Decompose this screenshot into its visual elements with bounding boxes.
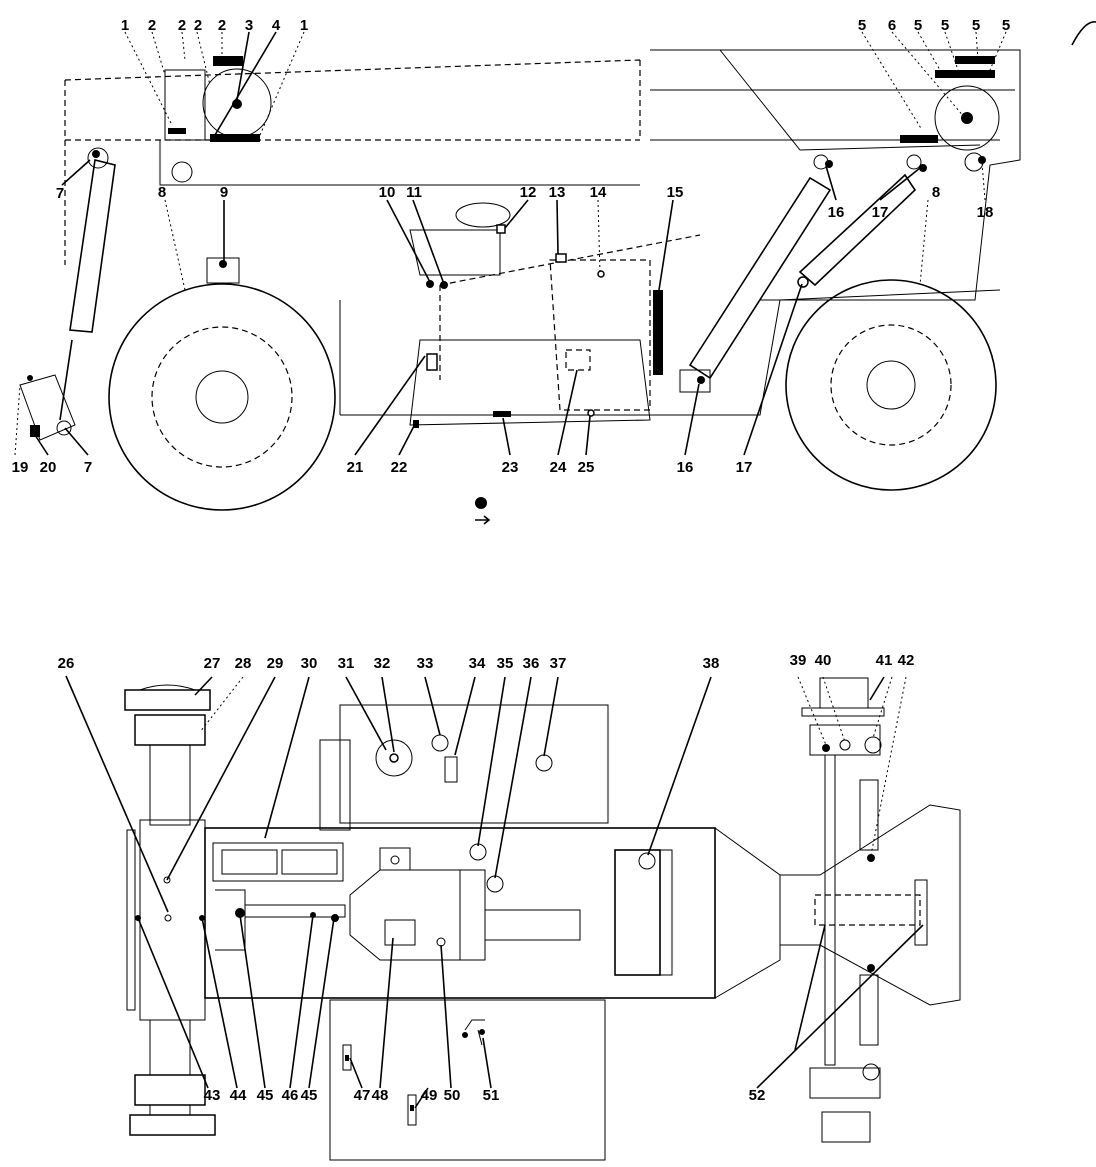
- callout-label: 30: [301, 655, 318, 672]
- callout-label: 43: [204, 1087, 221, 1104]
- callout-label: 22: [391, 459, 408, 476]
- callout-label: 42: [898, 652, 915, 669]
- callout-label: 36: [523, 655, 540, 672]
- callout-label: 50: [444, 1087, 461, 1104]
- plan-view-leaders: [65, 675, 924, 1109]
- callout-label: 51: [483, 1087, 500, 1104]
- callout-label: 48: [372, 1087, 389, 1104]
- callout-label: 26: [58, 655, 75, 672]
- callout-label: 40: [815, 652, 832, 669]
- callout-label: 3: [245, 17, 253, 34]
- callout-label: 29: [267, 655, 284, 672]
- callout-label: 2: [148, 17, 156, 34]
- callout-label: 5: [941, 17, 949, 34]
- callout-label: 28: [235, 655, 252, 672]
- callout-label: 6: [888, 17, 896, 34]
- callout-label: 16: [677, 459, 694, 476]
- callout-label: 52: [749, 1087, 766, 1104]
- callout-label: 38: [703, 655, 720, 672]
- callout-label: 8: [932, 184, 940, 201]
- callout-label: 14: [590, 184, 607, 201]
- callout-label: 46: [282, 1087, 299, 1104]
- side-view-leaders: [14, 31, 1007, 456]
- plan-view: [124, 677, 961, 1161]
- callout-label: 11: [406, 184, 422, 201]
- plan-view-labels: 26 27 28 29 30 31 32 33 34 35 36 37 38 3…: [58, 652, 915, 1104]
- callout-label: 20: [40, 459, 57, 476]
- callout-label: 16: [828, 204, 845, 221]
- side-view-labels: 1 2 2 2 2 3 4 1 5 6 5 5 5 5 5 7 8 9 10 1…: [12, 17, 1011, 476]
- callout-label: 47: [354, 1087, 371, 1104]
- callout-label: 21: [347, 459, 364, 476]
- callout-label: 31: [338, 655, 355, 672]
- callout-label: 13: [549, 184, 566, 201]
- callout-label: 1: [300, 17, 308, 34]
- callout-label: 7: [56, 185, 64, 202]
- callout-label: 4: [272, 17, 281, 34]
- callout-label: 2: [218, 17, 226, 34]
- callout-label: 2: [178, 17, 186, 34]
- callout-label: 24: [550, 459, 567, 476]
- callout-label: 44: [230, 1087, 247, 1104]
- callout-label: 5: [1002, 17, 1010, 34]
- callout-label: 34: [469, 655, 486, 672]
- callout-label: 33: [417, 655, 434, 672]
- callout-label: 1: [121, 17, 129, 34]
- callout-label: 37: [550, 655, 567, 672]
- callout-label: 17: [872, 204, 889, 221]
- callout-label: 45: [301, 1087, 318, 1104]
- callout-label: 8: [158, 184, 166, 201]
- callout-label: 7: [84, 459, 92, 476]
- callout-label: 35: [497, 655, 514, 672]
- callout-label: 5: [858, 17, 866, 34]
- callout-label: 32: [374, 655, 391, 672]
- callout-label: 49: [421, 1087, 438, 1104]
- callout-label: 39: [790, 652, 807, 669]
- callout-label: 5: [914, 17, 922, 34]
- callout-label: 9: [220, 184, 228, 201]
- callout-label: 10: [379, 184, 396, 201]
- callout-label: 2: [194, 17, 202, 34]
- callout-label: 12: [520, 184, 537, 201]
- callout-label: 19: [12, 459, 29, 476]
- callout-label: 41: [876, 652, 893, 669]
- callout-label: 45: [257, 1087, 274, 1104]
- callout-label: 17: [736, 459, 753, 476]
- callout-label: 5: [972, 17, 980, 34]
- callout-label: 18: [977, 204, 994, 221]
- callout-label: 25: [578, 459, 595, 476]
- callout-label: 23: [502, 459, 519, 476]
- callout-label: 15: [667, 184, 684, 201]
- callout-label: 27: [204, 655, 221, 672]
- side-view: [19, 21, 1096, 525]
